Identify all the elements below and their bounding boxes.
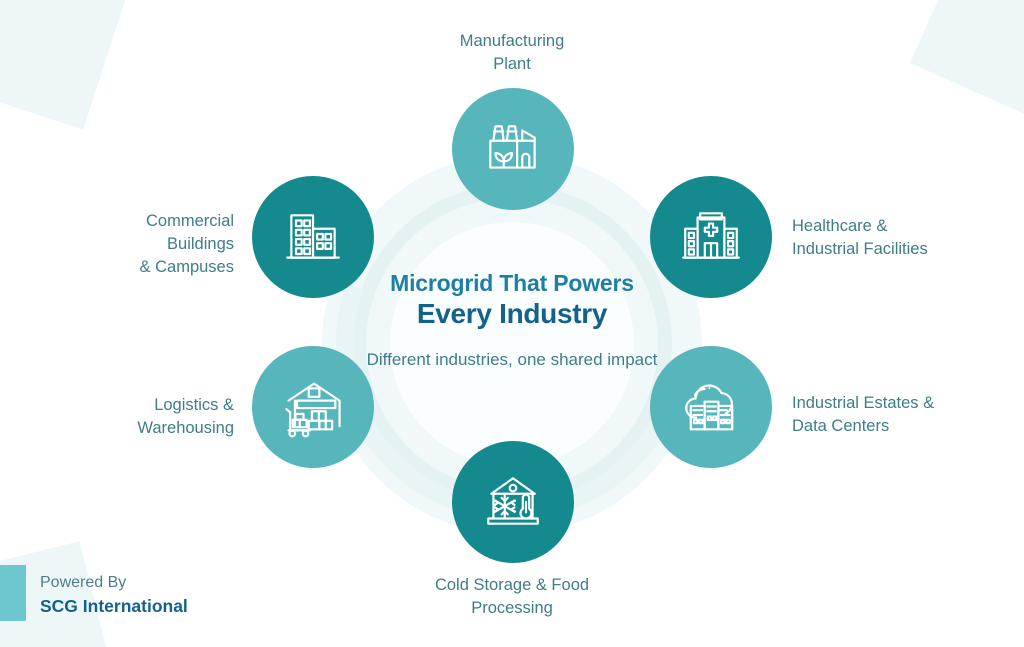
cloud-server-icon — [677, 373, 745, 441]
office-buildings-icon — [280, 204, 346, 270]
headline-bottom: Every Industry — [416, 298, 608, 330]
label-commercial-buildings-campuses: Commercial Buildings & Campuses — [139, 212, 234, 276]
node-commercial-buildings-campuses[interactable] — [252, 176, 374, 298]
footer-credit: Powered By SCG International — [40, 571, 188, 619]
node-manufacturing-plant[interactable] — [452, 88, 574, 210]
node-healthcare-industrial-facilities[interactable] — [650, 176, 772, 298]
corner-wash-decoration — [909, 0, 1024, 125]
node-industrial-estates-data-centers[interactable] — [650, 346, 772, 468]
footer-accent-bar — [0, 565, 26, 621]
label-cold-storage-food-processing: Cold Storage & Food Processing — [434, 576, 590, 617]
powered-by-label: Powered By — [40, 574, 127, 591]
label-manufacturing-plant: Manufacturing Plant — [459, 32, 565, 73]
node-cold-storage-food-processing[interactable] — [452, 441, 574, 563]
brand-name: SCG International — [40, 596, 188, 617]
label-industrial-estates-data-centers: Industrial Estates & Data Centers — [792, 394, 935, 435]
center-text-block: Microgrid That Powers Every Industry Dif… — [330, 270, 694, 372]
factory-icon — [480, 116, 546, 182]
node-logistics-warehousing[interactable] — [252, 346, 374, 468]
hospital-icon — [678, 204, 744, 270]
warehouse-icon — [279, 373, 347, 441]
corner-wash-decoration — [0, 0, 130, 130]
label-healthcare-industrial-facilities: Healthcare & Industrial Facilities — [792, 217, 928, 258]
headline-top: Microgrid That Powers — [390, 270, 634, 296]
center-subheading: Different industries, one shared impact — [366, 350, 658, 370]
cold-storage-icon — [480, 469, 546, 535]
label-logistics-warehousing: Logistics & Warehousing — [137, 396, 234, 437]
